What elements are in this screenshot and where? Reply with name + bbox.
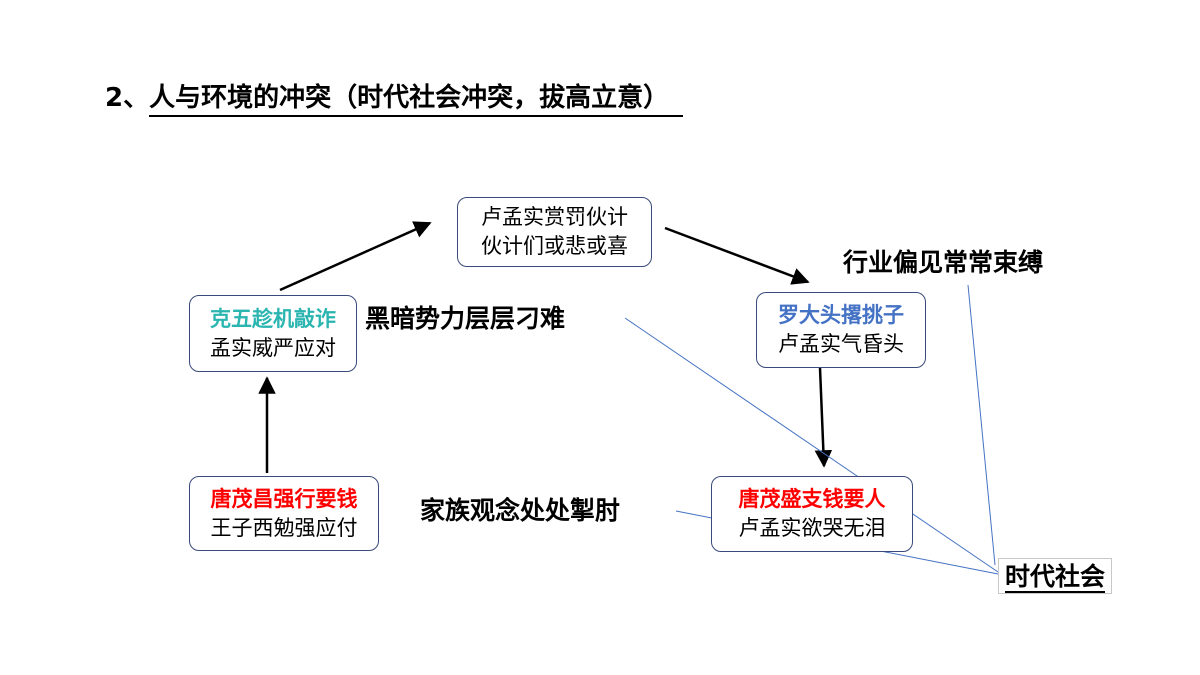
label-dark-forces: 黑暗势力层层刁难 [365,304,566,333]
node-left-mid: 克五趁机敲诈 孟实威严应对 [189,295,357,372]
title-text: 人与环境的冲突（时代社会冲突，拔高立意） [149,83,684,117]
node-right-bottom: 唐茂盛支钱要人 卢孟实欲哭无泪 [711,476,913,552]
label-era-society-text: 时代社会 [1005,562,1106,593]
arrow-right-mid-to-right-bottom [814,367,833,468]
arrow-left-mid-to-top [279,221,432,292]
node-left-bottom-line2: 王子西勉强应付 [210,515,358,540]
connector-dark-forces [624,317,999,573]
arrow-top-to-right-mid [664,226,810,285]
label-era-society: 时代社会 [998,558,1113,594]
node-right-mid-line2: 卢孟实气昏头 [778,332,904,356]
node-right-bottom-line2: 卢孟实欲哭无泪 [738,516,886,540]
node-top-line1: 卢孟实赏罚伙计 [481,205,628,229]
node-left-bottom: 唐茂昌强行要钱 王子西勉强应付 [189,476,379,551]
node-top: 卢孟实赏罚伙计 伙计们或悲或喜 [457,197,652,267]
label-industry-bias: 行业偏见常常束缚 [843,248,1044,277]
slide-title: 2、人与环境的冲突（时代社会冲突，拔高立意） [105,80,684,117]
node-right-mid: 罗大头撂挑子 卢孟实气昏头 [756,292,926,368]
node-left-mid-line2: 孟实威严应对 [210,335,336,360]
node-left-mid-line1: 克五趁机敲诈 [210,306,336,331]
node-right-bottom-line1: 唐茂盛支钱要人 [738,487,886,511]
node-top-line2: 伙计们或悲或喜 [481,234,628,258]
node-right-mid-line1: 罗大头撂挑子 [778,303,904,327]
connector-industry-bias [967,284,996,566]
title-number: 2、 [105,83,150,113]
label-family-values: 家族观念处处掣肘 [420,496,621,525]
node-left-bottom-line1: 唐茂昌强行要钱 [210,486,358,511]
